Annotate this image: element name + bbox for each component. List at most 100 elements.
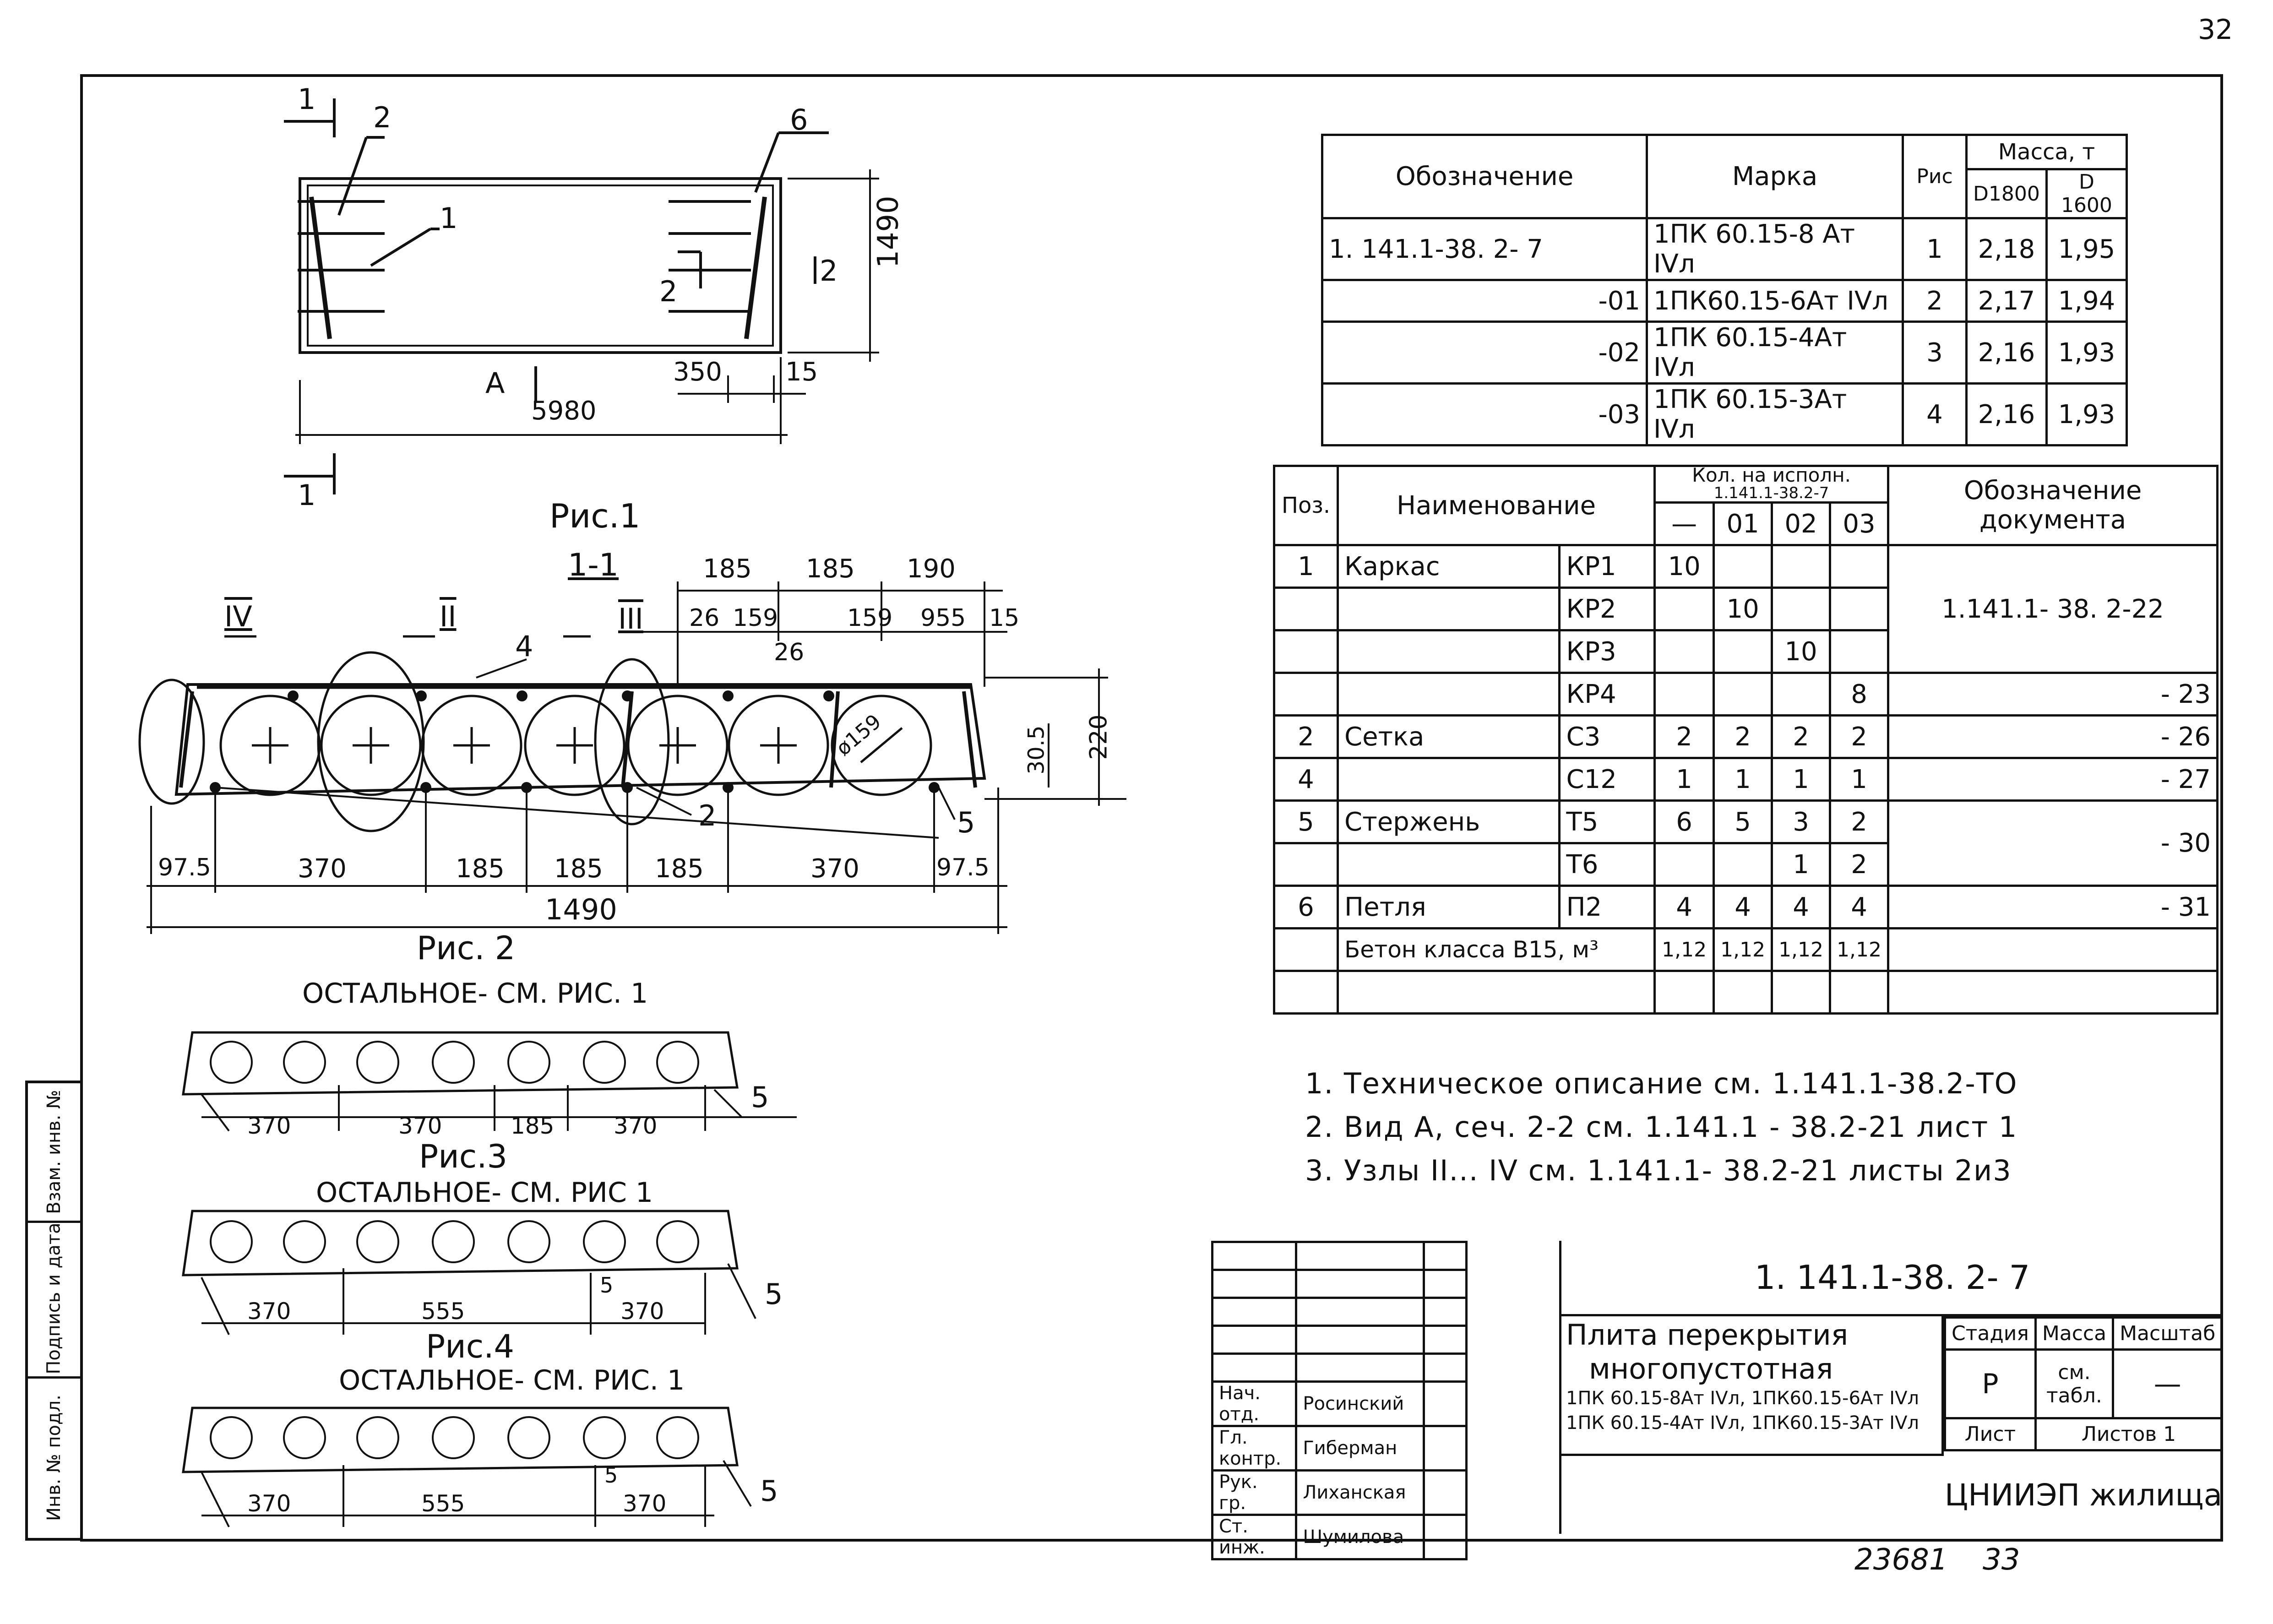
spec-row: КР2 10: [1273, 587, 2218, 631]
signer-name: Шумилова: [1295, 1514, 1425, 1560]
spec-cell: [1273, 970, 1339, 1015]
spec-cell: КР2: [1558, 587, 1656, 631]
stage-table: Стадия Масса Масштаб Р см. табл. — Лист …: [1944, 1316, 2224, 1451]
mass-cell: 2,17: [1965, 279, 2048, 323]
fig3-dim-a: 370: [247, 1298, 291, 1325]
spec-cell: [1771, 970, 1832, 1015]
spec-cell: 2: [1273, 714, 1339, 759]
fig4-dim-b: 555: [421, 1490, 465, 1517]
title-line-2: многопустотная: [1589, 1352, 1833, 1385]
mass-label: Масса: [2034, 1316, 2115, 1351]
dim-15: 15: [785, 357, 818, 387]
mass-cell: 1,95: [2045, 217, 2128, 281]
title-line-1: Плита перекрытия: [1566, 1318, 1849, 1352]
spec-cell: [1653, 672, 1715, 717]
spec-cell: [1336, 970, 1656, 1015]
note-2: 2. Вид А, сеч. 2-2 см. 1.141.1 - 38.2-21…: [1305, 1110, 2018, 1144]
mass-header-mass: Масса, т: [1965, 134, 2128, 170]
dim-5980: 5980: [531, 396, 597, 426]
callout-4: 4: [515, 630, 533, 663]
node-III-label: III: [618, 602, 643, 635]
spec-cell: 4: [1829, 885, 1889, 929]
spec-cell: [1336, 672, 1561, 717]
spec-cell: 3: [1771, 799, 1832, 844]
spec-row: [1273, 970, 2219, 1015]
spec-row: 6 Петля П2 4 4 4 4 - 31: [1273, 885, 2219, 929]
spec-cell: Петля: [1336, 885, 1561, 929]
spec-cell: 1: [1713, 757, 1773, 802]
spec-row: 2 Сетка С3 2 2 2 2 - 26: [1273, 714, 2219, 759]
fig2-dim-a: 370: [247, 1113, 291, 1139]
spec-cell: 1: [1829, 757, 1889, 802]
spec-cell: [1887, 970, 2219, 1015]
title-line-3: 1ПК 60.15-8Ат IVл, 1ПК60.15-6Ат IVл: [1566, 1388, 1919, 1409]
stage-value: Р: [1944, 1348, 2037, 1419]
fig4-note: ОСТАЛЬНОЕ- СМ. РИС. 1: [339, 1364, 685, 1396]
signature-grid: Нач. отд.Росинский Гл. контр.Гиберман Ру…: [1211, 1241, 1468, 1560]
section-1-1-drawing: [138, 581, 1126, 934]
signer-row: Рук. гр.Лиханская: [1211, 1469, 1468, 1516]
spec-cell: 2: [1713, 714, 1773, 759]
scale-value: —: [2112, 1348, 2224, 1419]
mass-header-d1600: D 1600: [2045, 168, 2128, 219]
fig2-title: Рис. 2: [417, 929, 516, 967]
fig2-outline: [182, 1031, 739, 1096]
mass-cell: 1: [1902, 217, 1968, 281]
section-2-label-right: 2: [820, 254, 838, 288]
signer-row: Ст. инж.Шумилова: [1211, 1514, 1468, 1560]
mass-cell: 2,16: [1965, 382, 2048, 446]
spec-cell: [1771, 587, 1832, 631]
spec-cell: 4: [1713, 885, 1773, 929]
spec-cell: 6: [1653, 799, 1715, 844]
view-a-label: A: [485, 366, 505, 400]
spec-cell: 5: [1273, 799, 1339, 844]
spec-cell: 6: [1273, 885, 1339, 929]
node-III-outline: [594, 658, 670, 826]
callout-1: 1: [440, 201, 458, 235]
spec-cell: 1.141.1- 38. 2-22: [1887, 544, 2219, 674]
spec-cell: [1273, 629, 1339, 674]
spec-cell: [1713, 544, 1773, 589]
mass-value: см. табл.: [2034, 1348, 2115, 1419]
spec-cell: [1653, 587, 1715, 631]
spec-cell: [1273, 842, 1339, 887]
spec-cell: [1829, 587, 1889, 631]
fig2-dim-c: 185: [511, 1113, 555, 1139]
spec-cell: - 23: [1887, 672, 2219, 717]
spec-row: 5 Стержень Т5 6 5 3 2 - 30: [1273, 799, 2219, 887]
spec-cell: Каркас: [1336, 544, 1561, 589]
mass-cell: 1ПК 60.15-8 Ат IVл: [1646, 217, 1904, 281]
signer-name: Росинский: [1295, 1380, 1425, 1427]
spec-cell: КР4: [1558, 672, 1656, 717]
signer-role: Ст. инж.: [1211, 1514, 1298, 1560]
spec-cell: [1713, 629, 1773, 674]
title-line-4: 1ПК 60.15-4Ат IVл, 1ПК60.15-3Ат IVл: [1566, 1412, 1919, 1434]
fig4-outline: [182, 1407, 739, 1473]
spec-cell: С3: [1558, 714, 1656, 759]
spec-cell: [1336, 587, 1561, 631]
section-2-label: 2: [659, 275, 678, 308]
node-IV-outline: [138, 679, 205, 805]
signer-role: Гл. контр.: [1211, 1425, 1298, 1472]
callout-2: 2: [373, 101, 392, 134]
org-name: ЦНИИЭП жилища: [1944, 1477, 2223, 1513]
mass-cell: 1. 141.1-38. 2- 7: [1321, 217, 1648, 281]
dim-370-right: 370: [810, 854, 859, 884]
dim-955: 955: [920, 604, 966, 632]
doc-number: 1. 141.1-38. 2- 7: [1754, 1258, 2030, 1297]
spec-cell: 2: [1653, 714, 1715, 759]
side-stamp-strip: Взам. инв. № Подпись и дата Инв. № подл.: [25, 1081, 80, 1541]
dim-370-left: 370: [298, 854, 347, 884]
signer-row: Нач. отд.Росинский: [1211, 1380, 1468, 1427]
spec-cell: [1273, 587, 1339, 631]
spec-cell: [1336, 629, 1561, 674]
dim-350: 350: [673, 357, 722, 387]
fig4-dim-a: 370: [247, 1490, 291, 1517]
spec-cell: С12: [1558, 757, 1656, 802]
spec-cell: Бетон класса В15, м³: [1336, 927, 1656, 972]
spec-header-03: 03: [1829, 501, 1889, 546]
dim-185-a: 185: [703, 554, 752, 584]
dim-159-b: 159: [847, 604, 893, 632]
spec-cell: [1771, 672, 1832, 717]
